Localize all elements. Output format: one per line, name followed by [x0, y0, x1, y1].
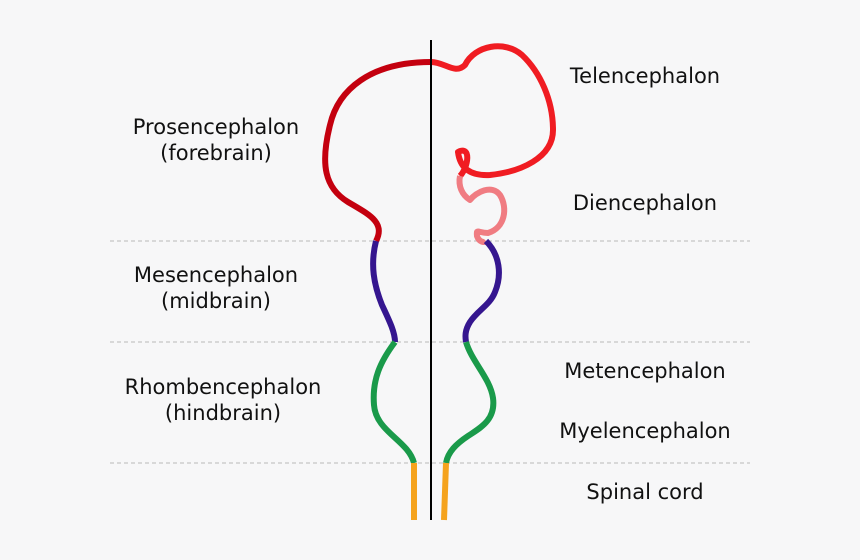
mesencephalon-outline-left — [370, 240, 398, 343]
label-midbrain: (midbrain) — [161, 289, 271, 313]
label-myelencephalon: Myelencephalon — [559, 419, 731, 443]
mesencephalon-outline-right — [462, 238, 502, 343]
label-hindbrain: (hindbrain) — [165, 401, 281, 425]
rhombencephalon-outline-right — [443, 341, 497, 464]
label-telencephalon: Telencephalon — [569, 64, 720, 88]
label-rhombencephalon: Rhombencephalon — [125, 375, 322, 399]
telencephalon-outline — [430, 43, 556, 179]
diencephalon-outline — [456, 175, 508, 245]
label-mesencephalon: Mesencephalon — [134, 263, 298, 287]
spinal-cord-outline-right — [441, 462, 449, 521]
label-prosencephalon: Prosencephalon — [133, 115, 299, 139]
label-spinal-cord: Spinal cord — [586, 480, 703, 504]
label-metencephalon: Metencephalon — [564, 359, 725, 383]
label-forebrain: (forebrain) — [160, 141, 272, 165]
prosencephalon-outline — [322, 59, 432, 243]
rhombencephalon-outline-left — [370, 340, 417, 465]
label-diencephalon: Diencephalon — [573, 191, 717, 215]
